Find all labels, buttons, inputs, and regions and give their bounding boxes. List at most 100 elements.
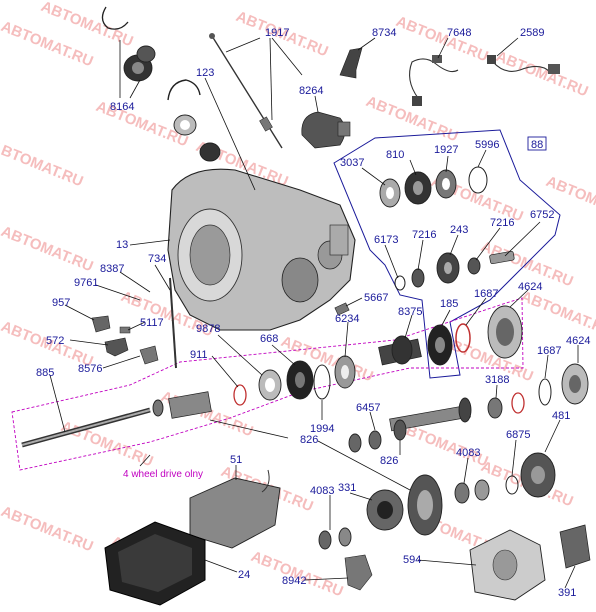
label-8387: 8387 [100, 263, 124, 275]
label-1917: 1917 [265, 27, 289, 39]
part-1994-ring [313, 364, 331, 400]
label-8942: 8942 [282, 575, 306, 587]
part-885-shaft [21, 391, 212, 448]
watermark: ABTOMAT.RU [0, 223, 96, 275]
part-8375-gear-shaft [378, 335, 422, 366]
part-668-gear [286, 360, 314, 400]
part-1687-seal-b [538, 378, 552, 406]
label-3037: 3037 [340, 157, 364, 169]
label-9761: 9761 [74, 277, 98, 289]
label-826b: 826 [380, 455, 398, 467]
label-1687b: 1687 [537, 345, 561, 357]
label-7216b: 7216 [490, 217, 514, 229]
part-51-valve-body [189, 469, 281, 549]
label-243: 243 [450, 224, 468, 236]
part-911-washer [233, 384, 247, 406]
label-2589: 2589 [520, 27, 544, 39]
watermark: ABTOMAT.RU [394, 13, 491, 65]
label-51: 51 [230, 454, 242, 466]
label-734: 734 [148, 253, 166, 265]
label-391: 391 [558, 587, 576, 599]
watermark: ABTOMAT.RU [0, 138, 86, 190]
label-5667: 5667 [364, 292, 388, 304]
label-8264: 8264 [299, 85, 323, 97]
part-6457-bearing [348, 430, 382, 453]
part-957-lever [91, 315, 111, 333]
part-13-transmission-case [167, 168, 356, 331]
label-810: 810 [386, 149, 404, 161]
part-8264-solenoid [301, 111, 351, 149]
label-885: 885 [36, 367, 54, 379]
part-1687-seal [455, 323, 471, 353]
part-2589-sensor [487, 55, 560, 74]
part-734-linkage [169, 277, 177, 369]
label-1927: 1927 [434, 144, 458, 156]
label-6234: 6234 [335, 313, 359, 325]
label-6752: 6752 [530, 209, 554, 221]
part-4083-bearing-b [318, 527, 352, 550]
label-572: 572 [46, 335, 64, 347]
label-331: 331 [338, 482, 356, 494]
label-3188: 3188 [485, 374, 509, 386]
part-810-gear [404, 171, 432, 205]
label-185: 185 [440, 298, 458, 310]
caption-4wd: 4 wheel drive olny [123, 469, 203, 480]
part-594-extension-housing [469, 529, 546, 601]
part-seal [173, 114, 197, 136]
part-243-gear [436, 252, 460, 284]
label-668: 668 [260, 333, 278, 345]
label-4624b: 4624 [566, 335, 590, 347]
label-957: 957 [52, 297, 70, 309]
watermark: ABTOMAT.RU [59, 418, 156, 470]
part-4624-bearing-b [561, 363, 589, 405]
part-481-cover [520, 452, 556, 498]
label-4624a: 4624 [518, 281, 542, 293]
part-5117-pin [119, 326, 131, 334]
label-8576: 8576 [78, 363, 102, 375]
label-13: 13 [116, 239, 128, 251]
part-8734-bracket [339, 47, 363, 79]
label-594: 594 [403, 554, 421, 566]
part-8164-pump [101, 6, 156, 82]
part-8942-bracket [344, 554, 373, 591]
part-8576-bracket [139, 345, 159, 365]
label-24: 24 [238, 569, 250, 581]
label-6875: 6875 [506, 429, 530, 441]
label-826a: 826 [300, 434, 318, 446]
part-572-lever [104, 337, 129, 357]
part-5996-ring [468, 166, 488, 194]
part-24-oil-pan [104, 521, 206, 606]
callout-labels: 1917 8734 7648 2589 8164 123 8264 88 303… [36, 27, 590, 599]
watermark: ABTOMAT.RU [0, 503, 96, 555]
label-4083b: 4083 [310, 485, 334, 497]
label-911: 911 [190, 349, 208, 361]
label-1994: 1994 [310, 423, 334, 435]
label-88-box [527, 136, 547, 151]
part-1927-bearing [435, 169, 457, 199]
label-4083a: 4083 [456, 447, 480, 459]
part-7648-sensor [409, 55, 459, 106]
part-391-cover [559, 524, 591, 569]
label-1687a: 1687 [474, 288, 498, 300]
part-4083-bearing [454, 479, 490, 504]
part-6875-ring [505, 475, 519, 495]
label-7216a: 7216 [412, 229, 436, 241]
label-8164: 8164 [110, 101, 134, 113]
label-481: 481 [552, 410, 570, 422]
part-6752-shaft [489, 250, 515, 265]
part-3037-bearing [379, 178, 401, 208]
watermark: ABTOMAT.RU [519, 288, 596, 340]
part-snap-ring [167, 79, 201, 101]
part-5667-plug [334, 302, 350, 316]
part-185-gear [427, 324, 453, 366]
label-8375: 8375 [398, 306, 422, 318]
label-123: 123 [196, 67, 214, 79]
label-5996: 5996 [475, 139, 499, 151]
label-8734: 8734 [372, 27, 396, 39]
part-826-shaft [389, 397, 472, 441]
part-6234-bearing [334, 355, 356, 389]
label-6173: 6173 [374, 234, 398, 246]
label-5117: 5117 [140, 317, 164, 329]
part-1917-dipstick [209, 33, 283, 149]
